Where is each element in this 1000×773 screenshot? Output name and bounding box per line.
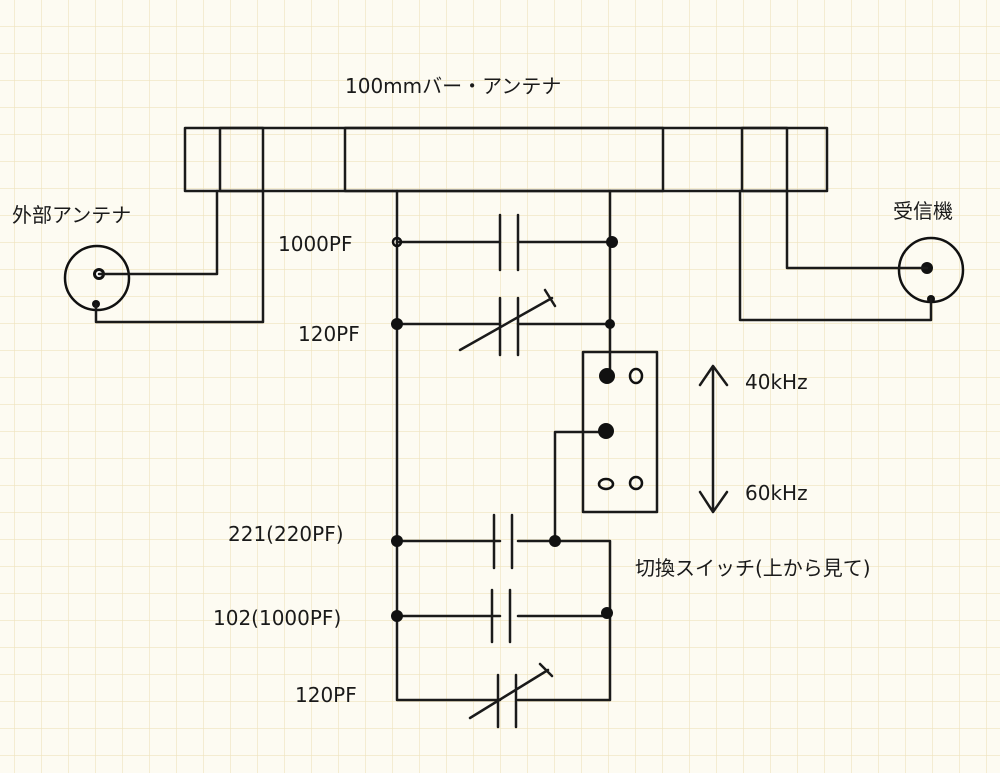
selector-switch: [581, 350, 659, 514]
cap-221-label: 221(220PF): [228, 522, 344, 546]
receiver-label: 受信機: [893, 199, 953, 223]
cap-102-label: 102(1000PF): [213, 606, 341, 630]
cap-120pf-bottom-label: 120PF: [295, 683, 357, 707]
capacitor-102: [490, 588, 512, 644]
trimmer-120pf-top: [458, 288, 557, 357]
coil-right: [740, 126, 789, 193]
freq-40khz-label: 40kHz: [745, 370, 808, 394]
title-label: 100mmバー・アンテナ: [345, 74, 561, 98]
coil-main: [343, 126, 665, 193]
external-antenna-connector: [63, 189, 265, 324]
freq-60khz-label: 60kHz: [745, 481, 808, 505]
bar-antenna: [183, 126, 829, 193]
frequency-arrow: [698, 364, 729, 514]
coil-left: [218, 126, 265, 193]
cap-1000pf-label: 1000PF: [278, 232, 352, 256]
capacitor-1000pf: [498, 213, 520, 272]
junctions: [391, 236, 618, 622]
wiring: [395, 189, 612, 702]
switch-label: 切換スイッチ(上から見て): [635, 556, 871, 580]
cap-120pf-top-label: 120PF: [298, 322, 360, 346]
capacitor-221: [492, 513, 514, 570]
external-antenna-label: 外部アンテナ: [12, 203, 131, 227]
receiver-connector: [738, 189, 965, 322]
trimmer-120pf-bottom: [468, 662, 554, 729]
